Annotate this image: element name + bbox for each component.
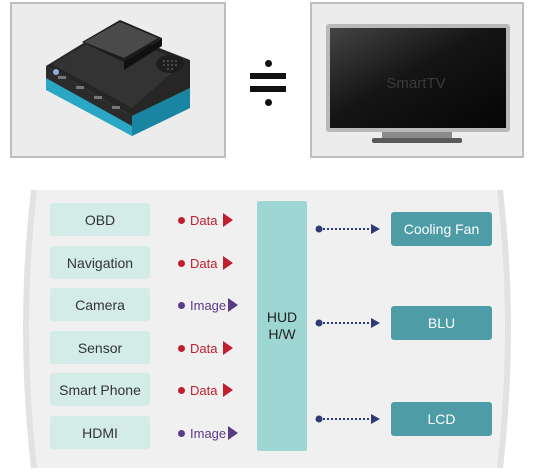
hud-hw-line2: H/W [268, 326, 296, 342]
input-camera: Camera [50, 288, 150, 321]
smart-tv-image-frame: SmartTV [310, 2, 524, 158]
input-obd: OBD [50, 203, 150, 236]
signal-dot [178, 301, 185, 309]
signal-label: Data [190, 382, 218, 398]
output-blu: BLU [391, 306, 492, 340]
tv-screen-text: SmartTV [386, 75, 445, 92]
signal-hdmi: Image [178, 425, 239, 441]
input-smart-phone: Smart Phone [50, 373, 150, 406]
hud-hw-line1: HUD [266, 309, 298, 325]
signal-label: Data [190, 255, 218, 271]
hud-projector-device-icon [46, 20, 190, 136]
signal-dot [178, 429, 185, 437]
output-lcd: LCD [391, 402, 492, 436]
connector-cooling-fan [315, 224, 380, 234]
input-sensor: Sensor [50, 331, 150, 364]
signal-obd: Data [178, 212, 234, 228]
smart-tv-icon: SmartTV [326, 24, 510, 143]
signal-smart-phone: Data [178, 382, 234, 398]
signal-label: Image [190, 297, 227, 313]
hud-device-image-frame [10, 2, 226, 158]
signal-navigation: Data [178, 255, 234, 271]
signal-camera: Image [178, 297, 239, 313]
arrow-right-icon [228, 426, 239, 440]
signal-dot [178, 386, 185, 394]
connector-lcd [315, 414, 380, 424]
signal-dot [178, 216, 185, 224]
input-hdmi: HDMI [50, 416, 150, 449]
signal-label: Data [190, 212, 218, 228]
arrow-right-icon [223, 341, 234, 355]
signal-dot [178, 344, 185, 352]
arrow-right-icon [223, 256, 234, 270]
signal-dot [178, 259, 185, 267]
approximately-equal-icon [250, 60, 286, 106]
signal-label: Image [190, 425, 227, 441]
connector-blu [315, 318, 380, 328]
signal-sensor: Data [178, 340, 234, 356]
arrow-right-icon [223, 383, 234, 397]
output-cooling-fan: Cooling Fan [391, 212, 492, 246]
hud-hw-block: HUD H/W [257, 201, 307, 451]
arrow-right-icon [223, 213, 234, 227]
arrow-right-icon [228, 298, 239, 312]
signal-label: Data [190, 340, 218, 356]
input-navigation: Navigation [50, 246, 150, 279]
